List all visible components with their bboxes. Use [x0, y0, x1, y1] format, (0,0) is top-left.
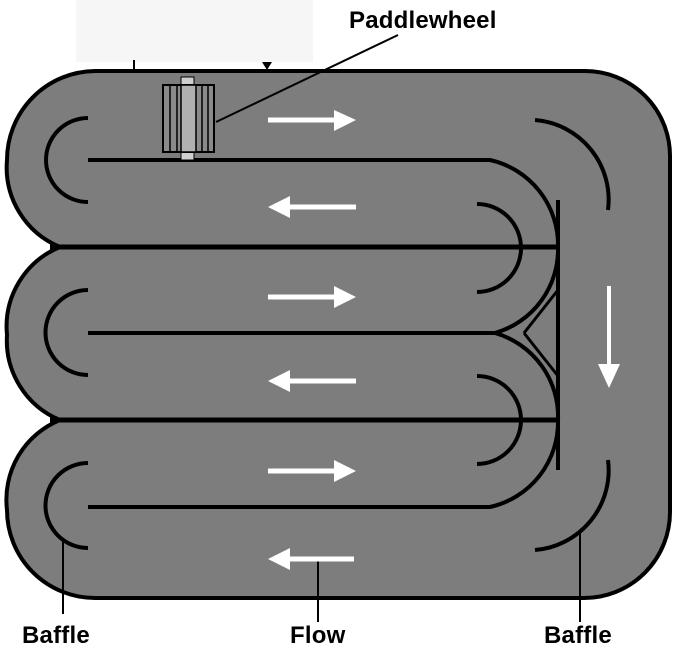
baffle-left-1	[44, 116, 89, 204]
baffle-left-label: Baffle	[22, 622, 90, 649]
flow-arrow-right-1	[268, 110, 356, 131]
flow-arrow-left-3	[268, 548, 354, 570]
baffle-right-inner-2	[476, 374, 523, 466]
flow-label: Flow	[290, 622, 346, 649]
baffle-left-3	[43, 461, 89, 550]
flow-arrow-right-3	[268, 460, 356, 482]
flow-arrow-left-2	[268, 370, 356, 392]
blank-cover-box	[76, 0, 313, 62]
baffle-right-label: Baffle	[544, 622, 612, 649]
paddlewheel	[162, 76, 215, 161]
baffle-right-outer-bottom	[534, 459, 611, 552]
baffle-right-inner-1	[476, 202, 523, 294]
flow-arrow-left-1	[268, 196, 356, 218]
right-junction	[522, 289, 560, 377]
baffle-right-outer-top	[534, 118, 611, 211]
flow-arrow-right-2	[268, 286, 356, 308]
paddlewheel-label: Paddlewheel	[349, 7, 497, 34]
top-tick-marker	[262, 62, 272, 70]
baffle-left-2	[43, 288, 89, 377]
paddlewheel-leader-line	[215, 34, 399, 123]
flow-arrow-down	[598, 286, 620, 388]
